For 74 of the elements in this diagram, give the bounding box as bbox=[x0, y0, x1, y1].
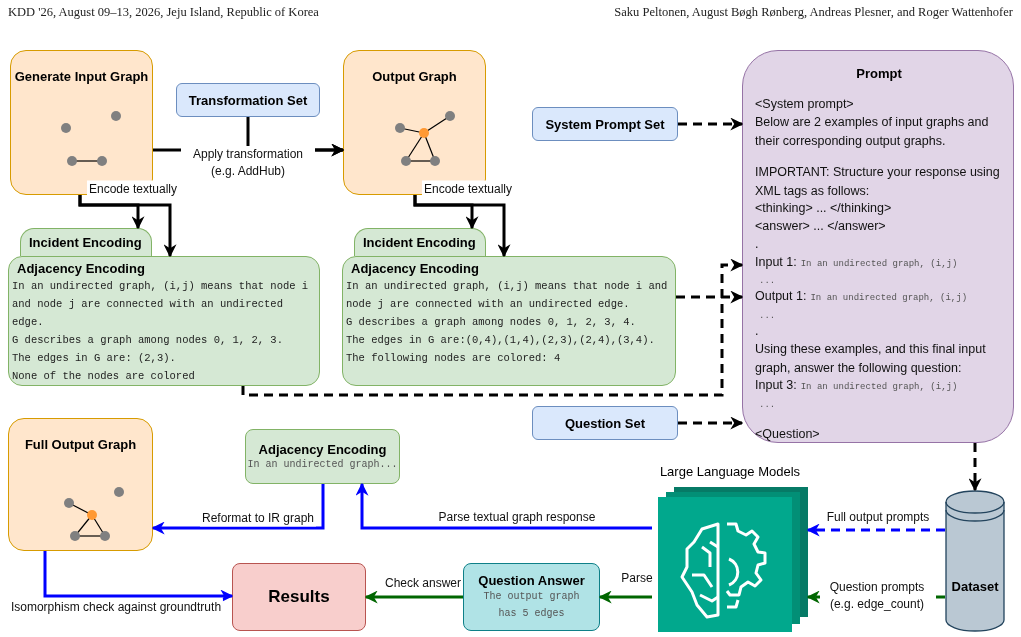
encoding-text: The edges in G are:(0,4),(1,4),(2,3),(2,4),(3,4). bbox=[346, 333, 656, 348]
prompt-text: . bbox=[755, 236, 759, 251]
arrow bbox=[43, 551, 234, 603]
box-title: Full Output Graph bbox=[24, 437, 137, 452]
prompt-text: Input 3: bbox=[755, 378, 797, 393]
prompt-code-text: ... bbox=[759, 400, 776, 411]
set-box bbox=[176, 83, 320, 117]
arrow bbox=[355, 482, 652, 530]
box-title: Question Answer bbox=[478, 572, 585, 588]
box-title: Question Set bbox=[564, 415, 646, 431]
prompt-card bbox=[742, 50, 1014, 443]
set-box bbox=[532, 406, 678, 440]
arrow bbox=[241, 258, 744, 397]
answer-text: The output graph has 5 edges bbox=[482, 589, 581, 621]
encoding-card bbox=[20, 228, 152, 256]
card-title: Incident Encoding bbox=[29, 235, 142, 250]
arrow bbox=[151, 484, 325, 535]
encoding-card bbox=[354, 228, 486, 256]
prompt-code-text: In an undirected graph, (i,j) bbox=[800, 258, 958, 269]
encoding-text: The edges in G are: (2,3). bbox=[12, 351, 177, 366]
edge-label: Encode textually bbox=[421, 180, 515, 198]
arrow bbox=[678, 416, 744, 430]
stack-title: Large Language Models bbox=[659, 464, 801, 479]
encoding-text: G describes a graph among nodes 0, 1, 2, 3. bbox=[12, 333, 284, 348]
edge-label: Apply transformation (e.g. AddHub) bbox=[181, 146, 315, 180]
prompt-text: Below are 2 examples of input graphs and their corresponding output graphs. bbox=[755, 115, 989, 149]
prompt-text: IMPORTANT: Structure your response using XML tags as follows: bbox=[755, 164, 1000, 198]
box-title: System Prompt Set bbox=[545, 116, 665, 132]
prompt-text: . bbox=[755, 324, 759, 339]
prompt-text: <thinking> ... </thinking> bbox=[755, 200, 892, 215]
encoding-card bbox=[342, 256, 676, 386]
encoding-text: In an undirected graph, (i,j) means that node i and node j are connected with an undirected edge. bbox=[346, 279, 669, 312]
card-title: Incident Encoding bbox=[363, 235, 476, 250]
card-title: Adjacency Encoding bbox=[258, 441, 387, 457]
arrow bbox=[364, 590, 463, 604]
encoding-card bbox=[245, 429, 400, 484]
encoding-text: None of the nodes are colored bbox=[12, 369, 196, 384]
prompt-text: <System prompt> bbox=[755, 97, 854, 112]
box-title: Transformation Set bbox=[188, 92, 308, 108]
graph-box bbox=[8, 418, 153, 551]
arrow bbox=[413, 195, 479, 230]
results-box bbox=[232, 563, 366, 631]
box-title: Output Graph bbox=[372, 69, 457, 84]
prompt-code-text: In an undirected graph, (i,j) bbox=[800, 382, 958, 393]
encoding-text: G describes a graph among nodes 0, 1, 2, 3, 4. bbox=[346, 315, 637, 330]
arrow bbox=[968, 443, 982, 492]
arrow bbox=[676, 290, 744, 304]
encoding-text: The following nodes are colored: 4 bbox=[346, 351, 562, 366]
prompt-code-text: In an undirected graph, (i,j) bbox=[810, 293, 968, 304]
encoding-text: In an undirected graph... bbox=[247, 457, 398, 472]
page-header: KDD '26, August 09–13, 2026, Jeju Island, Republic of Korea bbox=[8, 5, 319, 20]
arrow bbox=[598, 590, 652, 604]
prompt-text: Input 1: bbox=[755, 254, 797, 269]
arrow bbox=[806, 523, 945, 537]
arrow bbox=[78, 195, 145, 230]
database-label: Dataset bbox=[951, 578, 999, 594]
answer-box bbox=[463, 563, 600, 631]
encoding-text: In an undirected graph, (i,j) means that node i and node j are connected with an undirected edge. bbox=[12, 279, 310, 330]
box-title: Results bbox=[268, 587, 330, 607]
card-title: Adjacency Encoding bbox=[17, 261, 145, 276]
edge-label: Encode textually bbox=[86, 180, 180, 198]
arrow bbox=[678, 117, 744, 131]
prompt-text: Output 1: bbox=[755, 289, 807, 304]
prompt-text: <Question> bbox=[755, 427, 820, 442]
encoding-card bbox=[8, 256, 320, 386]
prompt-text: <answer> ... </answer> bbox=[755, 218, 886, 233]
card-title: Prompt bbox=[855, 66, 903, 81]
prompt-code-text: ... bbox=[759, 276, 776, 287]
prompt-text: Using these examples, and this final input graph, answer the following question: bbox=[755, 342, 986, 376]
set-box bbox=[532, 107, 678, 141]
card-title: Adjacency Encoding bbox=[351, 261, 479, 276]
box-title: Generate Input Graph bbox=[14, 69, 149, 84]
page-header: Saku Peltonen, August Bøgh Rønberg, Andreas Plesner, and Roger Wattenhofer bbox=[614, 5, 1013, 20]
prompt-code-text: ... bbox=[759, 311, 776, 322]
